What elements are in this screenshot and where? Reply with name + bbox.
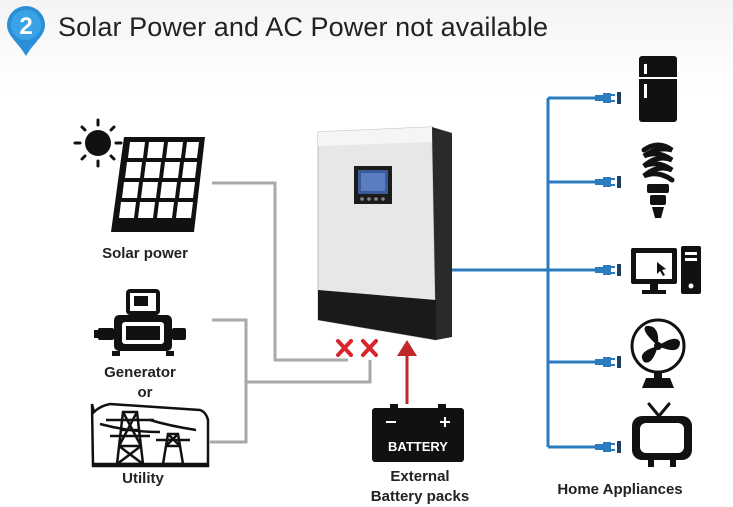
utility-label: Utility (122, 470, 164, 487)
external-battery-label-line2: Battery packs (370, 488, 470, 505)
plug-icon (595, 356, 621, 368)
output-wires (451, 96, 595, 449)
inverter-device (317, 126, 452, 341)
light-bulb-icon (641, 142, 675, 218)
solar-panel-icon (111, 137, 205, 232)
step-number: 2 (19, 13, 32, 40)
fan-icon (630, 318, 686, 388)
solar-unavailable-cross-icon (336, 339, 353, 357)
utility-tower-icon (90, 402, 210, 468)
battery-arrow-icon (397, 340, 417, 404)
sun-icon (73, 118, 123, 168)
ac-unavailable-cross-icon (361, 339, 378, 357)
generator-wire (210, 318, 248, 444)
solar-power-label: Solar power (102, 245, 188, 262)
or-label: or (137, 384, 153, 401)
home-appliances-label: Home Appliances (557, 481, 683, 498)
plugs (595, 92, 621, 453)
solar-wire (212, 181, 348, 362)
generator-label: Generator (104, 364, 176, 381)
external-battery-label-line1: External (390, 468, 450, 485)
ac-wire (246, 360, 372, 384)
fridge-icon (639, 56, 677, 122)
plug-icon (595, 264, 621, 276)
tv-icon (632, 402, 692, 467)
unavailable-crosses (336, 339, 378, 357)
battery-icon: BATTERY (372, 404, 464, 462)
page-title: Solar Power and AC Power not available (58, 12, 549, 42)
battery-box-label: BATTERY (388, 439, 448, 454)
step-marker-pin: 2 (7, 6, 45, 56)
computer-icon (631, 246, 701, 294)
plug-icon (595, 176, 621, 188)
plug-icon (595, 92, 621, 104)
plug-icon (595, 441, 621, 453)
generator-icon (94, 289, 186, 356)
input-wires (210, 181, 372, 444)
